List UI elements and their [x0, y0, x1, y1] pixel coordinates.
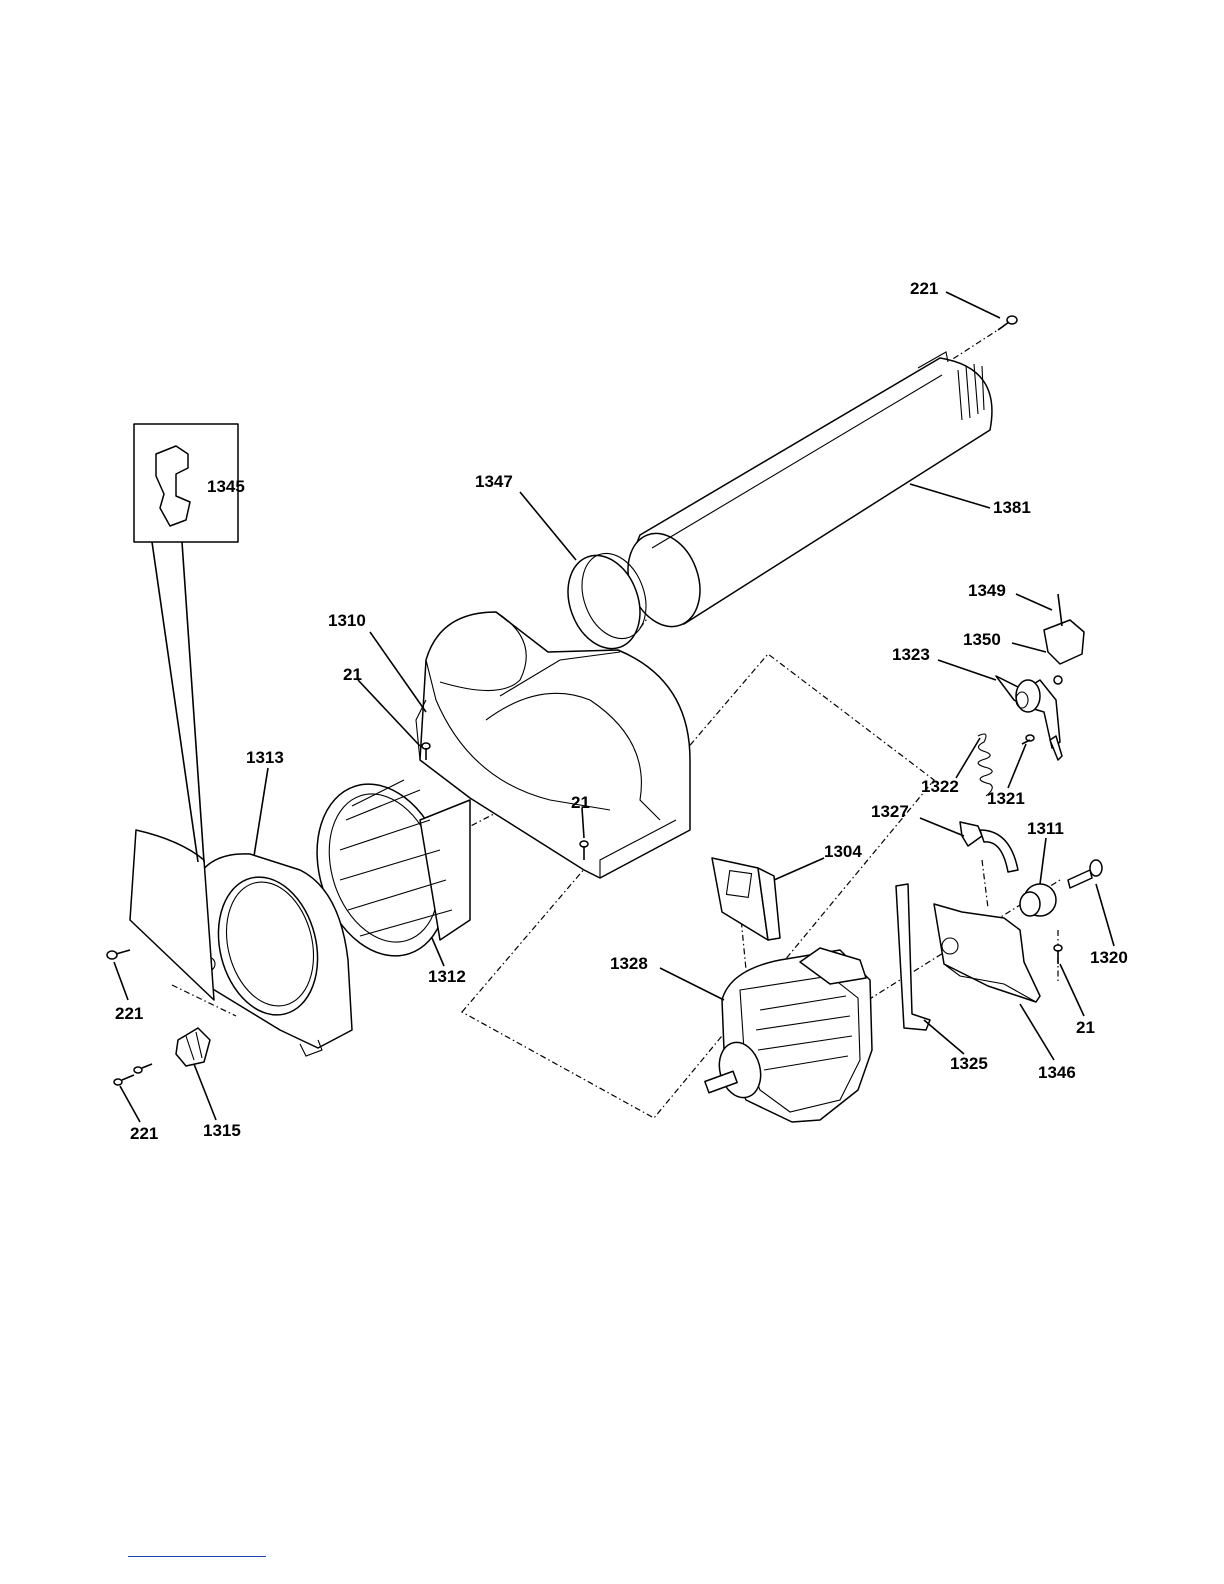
- label-1328: 1328: [610, 954, 648, 973]
- idler-bracket-1346: [934, 904, 1040, 1002]
- label-1321: 1321: [987, 789, 1025, 808]
- screws-221-bottom: [114, 1064, 152, 1085]
- label-1312: 1312: [428, 967, 466, 986]
- screw-221-top: [998, 316, 1017, 330]
- part-1304: [712, 858, 780, 940]
- idler-arm-1327: [960, 822, 1018, 872]
- label-1347: 1347: [475, 472, 513, 491]
- label-1304: 1304: [824, 842, 862, 861]
- label-221-top: 221: [910, 279, 938, 298]
- label-221-left: 221: [115, 1004, 143, 1023]
- label-221-bottom: 221: [130, 1124, 158, 1143]
- flap-1345: [130, 830, 214, 1000]
- label-21-a: 21: [343, 665, 362, 684]
- screw-221-left: [107, 950, 130, 959]
- spring-1322: [978, 734, 992, 796]
- bearing-1315: [176, 1028, 210, 1066]
- label-1315: 1315: [203, 1121, 241, 1140]
- screw-1321: [1022, 735, 1034, 744]
- label-1350: 1350: [963, 630, 1001, 649]
- label-1311: 1311: [1027, 819, 1064, 838]
- label-1345: 1345: [207, 477, 245, 496]
- footer-rule: [128, 1556, 266, 1557]
- idler-pulley-1311: [1020, 884, 1056, 916]
- hose-1325: [896, 884, 930, 1030]
- label-1327: 1327: [871, 802, 909, 821]
- bolt-1320: [1068, 860, 1102, 888]
- switch-1349: [1044, 594, 1084, 684]
- label-1325: 1325: [950, 1054, 988, 1073]
- label-1310: 1310: [328, 611, 366, 630]
- switch-assembly-1323: [996, 676, 1062, 760]
- label-21-b: 21: [571, 793, 590, 812]
- label-21-c: 21: [1076, 1018, 1095, 1037]
- label-1323: 1323: [892, 645, 930, 664]
- screw-21-right: [1054, 945, 1062, 964]
- motor-1328: [705, 948, 872, 1122]
- label-1349: 1349: [968, 581, 1006, 600]
- label-1346: 1346: [1038, 1063, 1076, 1082]
- exhaust-duct-1381: [616, 352, 992, 637]
- label-1322: 1322: [921, 777, 959, 796]
- label-1320: 1320: [1090, 948, 1128, 967]
- label-1381: 1381: [993, 498, 1031, 517]
- label-1313: 1313: [246, 748, 284, 767]
